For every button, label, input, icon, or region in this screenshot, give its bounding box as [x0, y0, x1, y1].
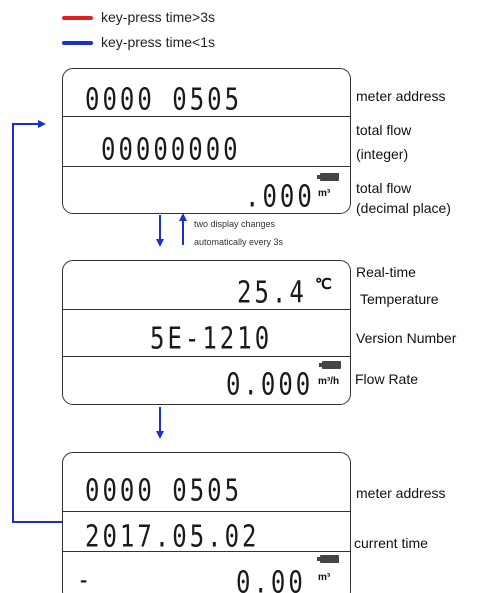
- screen3-address-digits: 0000 0505: [85, 473, 243, 508]
- screen1-unit: m³: [318, 188, 331, 199]
- legend-long-press-label: key-press time>3s: [101, 9, 215, 25]
- screen1-integer-label-2: (integer): [356, 146, 409, 162]
- screen1-address-digits: 0000 0505: [85, 82, 243, 117]
- screen1-battery-icon: [317, 173, 339, 181]
- screen2-version-label: Version Number: [356, 330, 457, 346]
- screen1-decimal-label-1: total flow: [356, 180, 412, 196]
- screen2-flow-rate-digits: 0.000: [226, 367, 314, 402]
- screen3-bottom-digits: 0.00: [236, 565, 306, 593]
- screen1-address-label: meter address: [356, 88, 446, 104]
- lcd-screen-2: 25.4 ℃ 5E-1210 0.000 m³/h: [62, 260, 351, 405]
- loop-back-arrow: [12, 120, 62, 523]
- screen2-temperature-digits: 25.4: [237, 275, 307, 310]
- screen2-divider-1: [63, 309, 350, 310]
- screen3-unit: m³: [318, 572, 331, 583]
- screen1-flow-integer-digits: 00000000: [101, 132, 241, 167]
- screen1-flow-decimal-digits: .000: [245, 179, 315, 214]
- screen2-flow-rate-unit: m³/h: [318, 376, 340, 387]
- screen2-temperature-label-2: Temperature: [360, 291, 439, 307]
- legend-short-press-label: key-press time<1s: [101, 34, 215, 50]
- screen3-address-label: meter address: [356, 485, 446, 501]
- screen1-integer-label-1: total flow: [356, 122, 412, 138]
- screen3-divider-1: [63, 511, 350, 512]
- screen1-divider-1: [63, 116, 350, 117]
- screen2-divider-2: [63, 356, 350, 357]
- screen2-version-digits: 5E-1210: [150, 321, 273, 356]
- screen3-date-digits: 2017.05.02: [85, 519, 260, 554]
- auto-switch-note-line1: two display changes: [194, 219, 276, 229]
- legend-short-press-line: [62, 41, 93, 45]
- screen1-divider-2: [63, 166, 350, 167]
- screen3-minus-sign: -: [77, 565, 94, 593]
- legend-long-press-line: [62, 16, 93, 20]
- lcd-screen-1: 0000 0505 00000000 .000 m³: [62, 68, 351, 214]
- screen3-time-label: current time: [354, 535, 428, 551]
- screen2-temperature-label-1: Real-time: [356, 264, 416, 280]
- lcd-screen-3: 0000 0505 2017.05.02 - 0.00 m³: [62, 452, 351, 593]
- screen2-battery-icon: [319, 361, 341, 369]
- screen1-decimal-label-2: (decimal place): [356, 200, 451, 216]
- auto-switch-note-line2: automatically every 3s: [194, 237, 284, 247]
- screen3-divider-2: [63, 551, 350, 552]
- screen2-temperature-unit: ℃: [315, 276, 332, 293]
- screen3-battery-icon: [317, 555, 339, 563]
- screen2-flow-rate-label: Flow Rate: [355, 371, 419, 387]
